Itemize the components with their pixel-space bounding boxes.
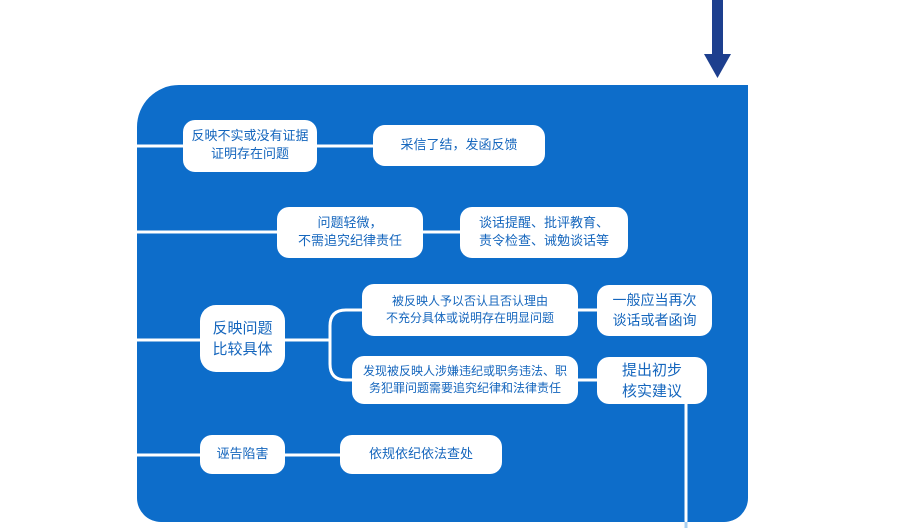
node-suspected-violation-line1: 发现被反映人涉嫌违纪或职务违法、职 [362, 364, 567, 378]
arrow-head [704, 54, 731, 78]
node-suspected-violation-line2: 务犯罪问题需要追究纪律和法律责任 [368, 381, 561, 395]
node-suspected-violation: 发现被反映人涉嫌违纪或职务违法、职 务犯罪问题需要追究纪律和法律责任 [352, 356, 578, 404]
node-second-inquiry-line1: 一般应当再次 [612, 292, 697, 309]
incoming-down-arrow [704, 0, 731, 78]
node-unfounded-line2: 证明存在问题 [210, 147, 289, 162]
node-minor-issue: 问题轻微， 不需追究纪律责任 [277, 207, 423, 258]
connector-branch-to-suspected-violation [328, 338, 354, 382]
node-unfounded: 反映不实或没有证据 证明存在问题 [183, 120, 317, 172]
node-minor-actions-line2: 责令检查、诫勉谈话等 [478, 233, 609, 249]
node-close-case: 采信了结，发函反馈 [373, 125, 545, 166]
node-preliminary-verification-line2: 核实建议 [621, 381, 682, 400]
node-second-inquiry: 一般应当再次 谈话或者函询 [597, 285, 712, 336]
node-minor-actions-line1: 谈话提醒、批评教育、 [478, 215, 609, 231]
node-false-accusation: 诬告陷害 [200, 435, 285, 474]
node-investigate-line1: 依规依纪依法查处 [368, 446, 473, 462]
node-close-case-line1: 采信了结，发函反馈 [400, 137, 518, 153]
node-denial-insufficient: 被反映人予以否认且否认理由 不充分具体或说明存在明显问题 [362, 284, 578, 336]
node-minor-actions: 谈话提醒、批评教育、 责令检查、诫勉谈话等 [460, 207, 628, 258]
node-specific-issue-line2: 比较具体 [212, 339, 273, 358]
node-second-inquiry-line2: 谈话或者函询 [612, 312, 697, 329]
node-specific-issue: 反映问题 比较具体 [200, 305, 285, 372]
node-denial-insufficient-line1: 被反映人予以否认且否认理由 [391, 294, 548, 308]
node-unfounded-line1: 反映不实或没有证据 [191, 129, 309, 144]
node-preliminary-verification: 提出初步 核实建议 [597, 357, 707, 404]
node-investigate: 依规依纪依法查处 [340, 435, 502, 474]
node-specific-issue-line1: 反映问题 [212, 318, 273, 337]
node-minor-issue-line2: 不需追究纪律责任 [297, 233, 402, 249]
node-denial-insufficient-line2: 不充分具体或说明存在明显问题 [385, 311, 554, 325]
node-minor-issue-line1: 问题轻微， [317, 215, 383, 231]
arrow-shaft [712, 0, 723, 56]
node-false-accusation-line1: 诬告陷害 [216, 446, 269, 462]
connector-branch-to-denial [328, 308, 364, 342]
node-preliminary-verification-line1: 提出初步 [621, 360, 682, 379]
